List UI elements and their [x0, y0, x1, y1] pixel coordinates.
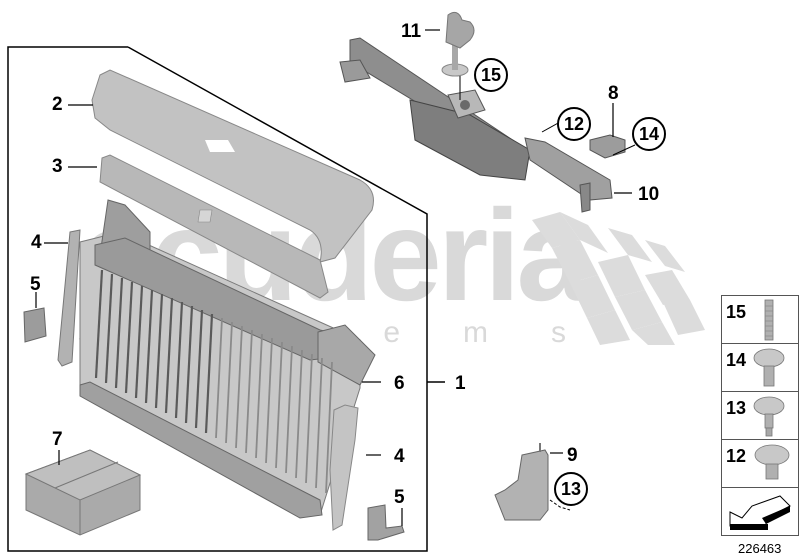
legend-item-arrow	[721, 487, 799, 536]
callout-7: 7	[52, 429, 63, 450]
part-5-right-bracket	[367, 504, 405, 541]
part-4-left-strip	[57, 229, 81, 367]
part-11-ornament	[441, 11, 475, 77]
part-9-bracket	[494, 443, 549, 521]
callout-8: 8	[608, 83, 619, 104]
legend-item-12: 12	[721, 439, 799, 487]
part-ornament-mechanism	[339, 37, 613, 213]
part-6-grille	[79, 199, 376, 519]
circled-callout-13: 13	[554, 472, 588, 506]
circled-callout-14: 14	[632, 117, 666, 151]
part-5-left-bracket	[23, 307, 47, 343]
callout-6: 6	[394, 373, 405, 394]
diagram-id: 226463	[738, 541, 782, 556]
callout-11: 11	[401, 21, 422, 42]
circled-callout-12: 12	[557, 107, 591, 141]
part-4-right-strip	[329, 404, 359, 531]
part-7-box	[24, 449, 142, 536]
assembly-frame	[7, 46, 428, 552]
callout-2: 2	[52, 94, 63, 115]
callout-4-left: 4	[31, 232, 42, 253]
legend-item-15: 15	[721, 295, 799, 343]
callout-3: 3	[52, 156, 63, 177]
threaded-stud-icon	[764, 299, 774, 341]
circled-callout-15: 15	[474, 58, 508, 92]
callout-1: 1	[455, 373, 466, 394]
callout-5-left: 5	[30, 274, 41, 295]
pan-head-screw-short-icon	[754, 444, 790, 480]
callout-5-right: 5	[394, 487, 405, 508]
legend-item-14: 14	[721, 343, 799, 391]
callout-4-right: 4	[394, 446, 405, 467]
direction-arrow-icon	[729, 495, 791, 530]
legend-item-13: 13	[721, 391, 799, 439]
callout-9: 9	[567, 445, 578, 466]
part-8-bracket	[589, 134, 626, 159]
pan-head-screw-icon	[753, 348, 785, 387]
part-3-lower-trim	[99, 154, 329, 299]
callout-10: 10	[638, 184, 660, 205]
fastener-legend: 15 14 13 12	[721, 295, 799, 536]
pan-head-screw-stepped-icon	[753, 396, 785, 437]
